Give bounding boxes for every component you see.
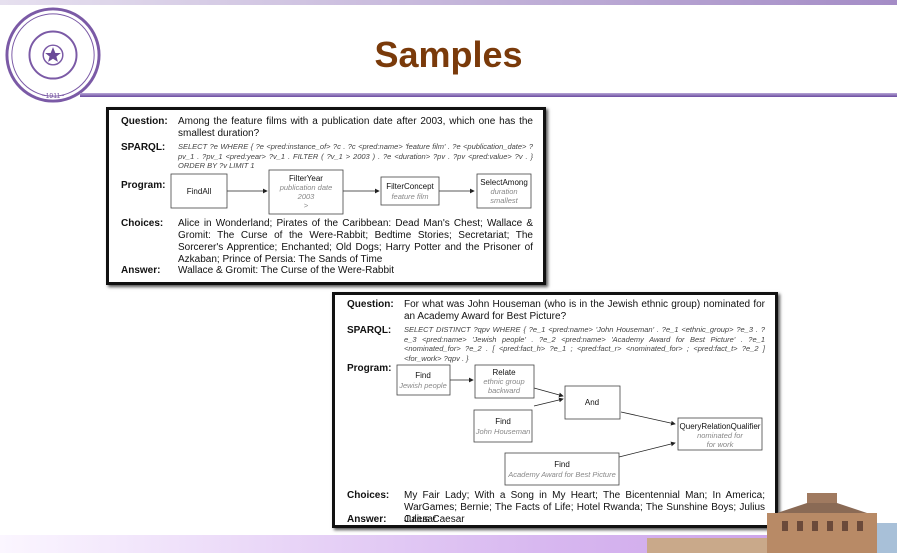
svg-text:Find: Find bbox=[554, 460, 570, 469]
sample-card-1: Question: Among the feature films with a … bbox=[106, 107, 546, 285]
svg-text:FindAll: FindAll bbox=[187, 187, 212, 196]
answer-text: Julius Caesar bbox=[404, 514, 465, 525]
sparql-text: SELECT ?e WHERE { ?e <pred:instance_of> … bbox=[178, 142, 533, 170]
svg-text:publication date: publication date bbox=[279, 183, 333, 192]
svg-text:backward: backward bbox=[488, 386, 521, 395]
choices-text: My Fair Lady; With a Song in My Heart; T… bbox=[404, 490, 765, 525]
answer-label: Answer: bbox=[347, 514, 387, 525]
program-label: Program: bbox=[121, 180, 166, 191]
choices-text: Alice in Wonderland; Pirates of the Cari… bbox=[178, 218, 533, 265]
svg-text:2003: 2003 bbox=[297, 192, 316, 201]
answer-text: Wallace & Gromit: The Curse of the Were-… bbox=[178, 265, 395, 276]
answer-label: Answer: bbox=[121, 265, 161, 276]
question-label: Question: bbox=[121, 116, 168, 127]
svg-text:FilterConcept: FilterConcept bbox=[386, 182, 434, 191]
svg-text:smallest: smallest bbox=[490, 196, 518, 205]
svg-text:And: And bbox=[585, 398, 599, 407]
sample-card-2: Question: For what was John Houseman (who… bbox=[332, 292, 778, 528]
node-and: And bbox=[564, 385, 621, 420]
svg-text:Academy Award for Best Picture: Academy Award for Best Picture bbox=[507, 470, 616, 479]
node-findall: FindAll bbox=[170, 173, 228, 209]
slide-title: Samples bbox=[374, 34, 523, 75]
svg-text:>: > bbox=[304, 201, 309, 210]
svg-text:nominated for: nominated for bbox=[697, 431, 743, 440]
sparql-label: SPARQL: bbox=[121, 142, 166, 153]
svg-text:for work: for work bbox=[707, 440, 735, 449]
program-label: Program: bbox=[347, 363, 392, 374]
top-gradient-bar bbox=[0, 0, 897, 5]
svg-text:FilterYear: FilterYear bbox=[289, 174, 323, 183]
svg-text:Find: Find bbox=[495, 417, 511, 426]
svg-text:duration: duration bbox=[490, 187, 517, 196]
svg-text:Find: Find bbox=[415, 371, 431, 380]
question-text: For what was John Houseman (who is in th… bbox=[404, 299, 765, 322]
svg-text:ethnic group: ethnic group bbox=[483, 377, 524, 386]
svg-text:John Houseman: John Houseman bbox=[475, 427, 531, 436]
svg-text:Relate: Relate bbox=[492, 368, 516, 377]
choices-label: Choices: bbox=[121, 218, 164, 229]
campus-building-image bbox=[647, 493, 897, 553]
question-label: Question: bbox=[347, 299, 394, 310]
svg-text:feature film: feature film bbox=[391, 192, 428, 201]
svg-text:SelectAmong: SelectAmong bbox=[480, 178, 528, 187]
svg-text:QueryRelationQualifier: QueryRelationQualifier bbox=[680, 422, 761, 431]
svg-text:~1911~: ~1911~ bbox=[42, 93, 65, 100]
header-divider bbox=[80, 93, 897, 97]
sparql-text: SELECT DISTINCT ?qpv WHERE { ?e_1 <pred:… bbox=[404, 325, 765, 363]
tsinghua-logo: ~1911~ bbox=[5, 7, 101, 103]
svg-text:Jewish people: Jewish people bbox=[398, 381, 447, 390]
choices-label: Choices: bbox=[347, 490, 390, 501]
question-text: Among the feature films with a publicati… bbox=[178, 116, 533, 139]
sparql-label: SPARQL: bbox=[347, 325, 392, 336]
